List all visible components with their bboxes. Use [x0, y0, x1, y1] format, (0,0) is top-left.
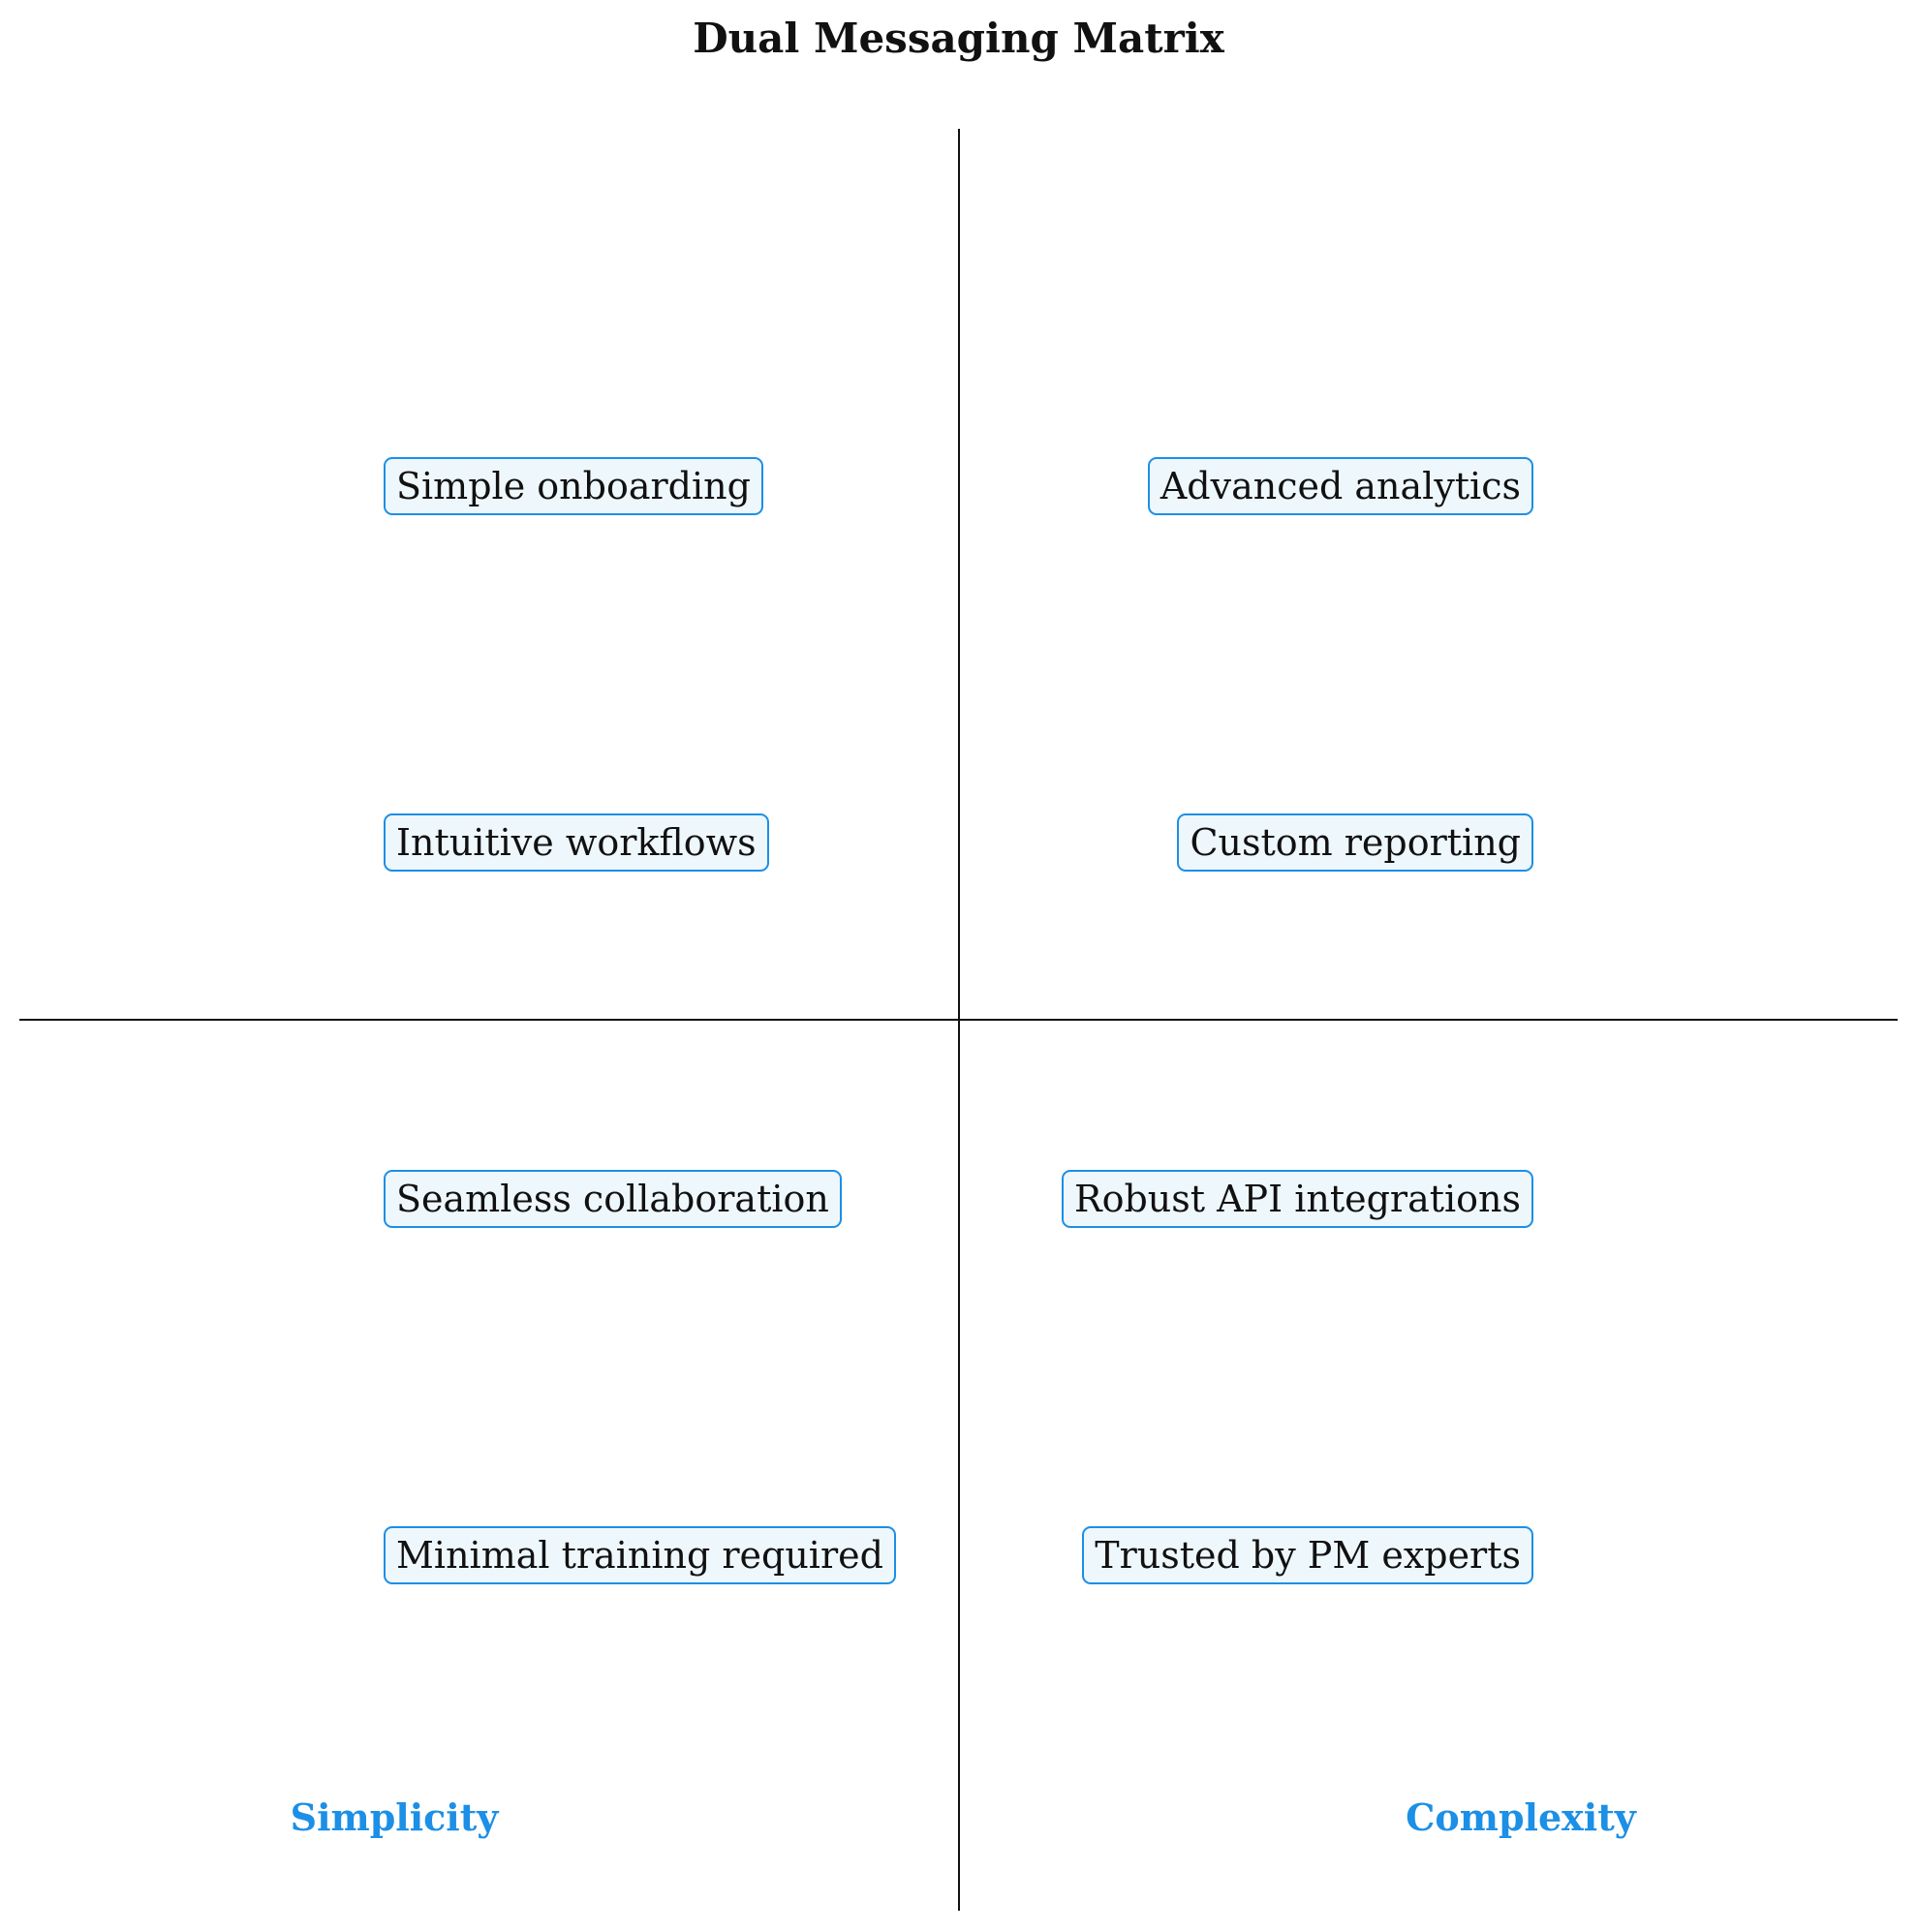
message-box-seamless-collaboration: Seamless collaboration — [384, 1170, 842, 1228]
quadrant-label-complexity: Complexity — [1406, 1795, 1636, 1839]
message-box-minimal-training: Minimal training required — [384, 1526, 896, 1584]
message-box-advanced-analytics: Advanced analytics — [1147, 457, 1533, 515]
message-box-custom-reporting: Custom reporting — [1177, 813, 1533, 872]
quadrant-label-simplicity: Simplicity — [290, 1795, 499, 1839]
message-box-simple-onboarding: Simple onboarding — [384, 457, 763, 515]
message-box-intuitive-workflows: Intuitive workflows — [384, 813, 769, 872]
horizontal-axis-line — [19, 1019, 1898, 1021]
message-box-trusted-by-pm-experts: Trusted by PM experts — [1082, 1526, 1533, 1584]
message-box-robust-api-integrations: Robust API integrations — [1061, 1170, 1533, 1228]
page-title: Dual Messaging Matrix — [693, 15, 1224, 62]
